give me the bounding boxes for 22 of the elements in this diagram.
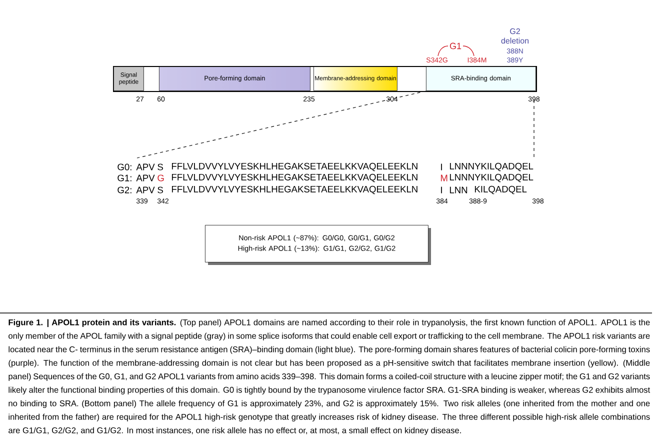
- sequence-text: I: [441, 164, 442, 170]
- sequence-text: FFLVLDVVYLVYESKHLHEGAKSETAEELKKVAQELEEKLN: [172, 174, 418, 182]
- figure-caption: Figure 1. | APOL1 protein and its variants. (Top panel) APOL1 domains are named according to their role in trypanolysis, the first known function of APOL1. APOL1 is the only member of the APOL family with a signal peptide (gray) in some splice isoforms that could enable cell export or trafficking to the cell membrane. The APOL1 risk variants are located near the C- terminus in the serum resistance antigen (SRA)–binding domain (light blue). The pore-forming domain shares features of bacterial colicin pore-forming toxins (purple). The function of the membrane-addressing domain is not clear but has been proposed as a pH-sensitive switch that facilitates membrane insertion (yellow). (Middle panel) Sequences of the G0, G1, and G2 APOL1 variants from amino acids 339–398. This domain forms a coiled-coil structure with a leucine zipper motif; the G1 and G2 variants likely alter the functional binding properties of this domain. G0 is tightly bound by the trypanosome virulence factor SRA. G1-SRA binding is weaker, whereas G2 exhibits almost no binding to SRA. (Bottom panel) The allele frequency of G1 is approximately 23%, and G2 is approximately 15%. Two risk alleles (one inherited from the mother and one inherited from the father) are required for the APOL1 high-risk genotype that greatly increases risk of kidney disease. The three different possible high-risk allele combinations are G1/G1, G2/G2, and G1/G2. In most instances, one risk allele has no effect or, at most, a small effect on kidney disease.: [8, 319, 650, 435]
- sequence-text: APV: [136, 186, 155, 194]
- sequence-text: I: [441, 186, 442, 194]
- sequence-text: FFLVLDVVYLVYESKHLHEGAKSETAEELKKVAQELEEKLN: [172, 162, 418, 172]
- sequence-text: G1:: [118, 174, 132, 182]
- sequence-text: APV: [136, 174, 155, 182]
- sequence-text: FFLVLDVVYLVYESKHLHEGAKSETAEELKKVAQELEEKLN: [172, 186, 418, 194]
- sequence-text: G0:: [118, 164, 132, 170]
- sequence-text: G: [158, 174, 164, 182]
- sequence-text: LNN: [450, 186, 468, 194]
- variant-label: G2 deletion: [501, 28, 528, 44]
- variant-label: G1: [450, 42, 462, 50]
- sequence-text: LNNNYKILQADQEL: [450, 174, 534, 182]
- sequence-text: S: [158, 164, 163, 170]
- sequence-text: LNNNYKILQADQEL: [450, 162, 534, 172]
- sequence-text: G2:: [118, 186, 132, 194]
- sequence-text: S: [158, 186, 163, 194]
- sequence-text: APV: [136, 164, 155, 170]
- sequence-text: M: [440, 174, 448, 182]
- sequence-text: KILQADQEL: [474, 186, 527, 194]
